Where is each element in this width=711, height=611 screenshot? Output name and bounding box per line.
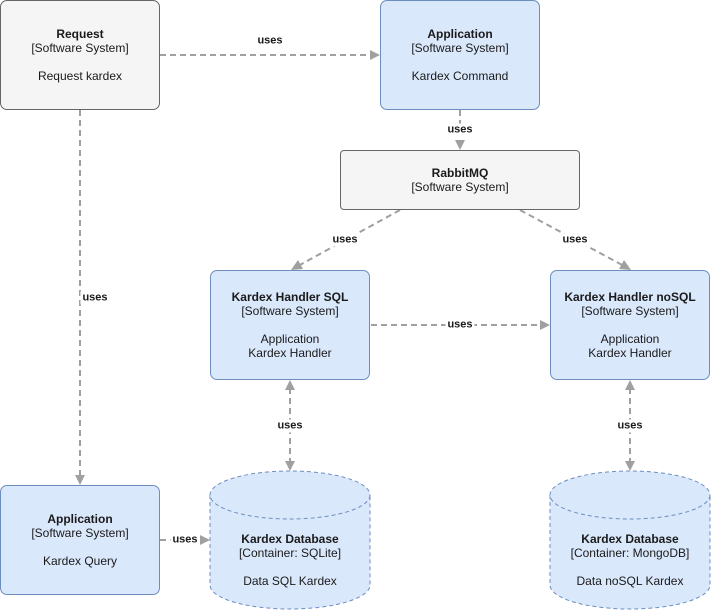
node-kardex-database-nosql[interactable]: Kardex Database [Container: MongoDB] Dat…	[550, 520, 710, 600]
node-description: Application	[600, 332, 660, 346]
arrowhead	[285, 380, 295, 390]
node-rabbitmq[interactable]: RabbitMQ [Software System]	[340, 150, 580, 210]
node-description: Data SQL Kardex	[243, 574, 337, 588]
node-type: [Container: SQLite]	[238, 546, 342, 560]
node-kardex-handler-sql[interactable]: Kardex Handler SQL [Software System] App…	[210, 270, 370, 380]
node-title: Application	[47, 512, 113, 526]
edge-label: uses	[80, 291, 110, 305]
arrowhead	[619, 260, 631, 270]
edge-label: uses	[615, 419, 645, 433]
node-description: Request kardex	[37, 69, 123, 83]
arrowhead	[370, 50, 380, 60]
node-description: Application	[260, 332, 320, 346]
node-title: Kardex Handler noSQL	[564, 290, 696, 304]
arrowhead	[75, 475, 85, 485]
node-application-command[interactable]: Application [Software System] Kardex Com…	[380, 0, 540, 110]
node-type: [Software System]	[31, 41, 129, 55]
node-description: Data noSQL Kardex	[576, 574, 684, 588]
node-description: Kardex Query	[42, 554, 118, 568]
node-kardex-database-sql[interactable]: Kardex Database [Container: SQLite] Data…	[210, 520, 370, 600]
node-kardex-handler-nosql[interactable]: Kardex Handler noSQL [Software System] A…	[550, 270, 710, 380]
arrowhead	[200, 535, 210, 545]
node-title: Application	[427, 27, 493, 41]
edge-label: uses	[560, 233, 590, 247]
node-description: Kardex Handler	[588, 346, 672, 360]
node-application-query[interactable]: Application [Software System] Kardex Que…	[0, 485, 160, 595]
arrowhead	[625, 380, 635, 390]
edge-label: uses	[445, 318, 475, 332]
arrowhead	[625, 461, 635, 471]
node-type: [Software System]	[31, 526, 129, 540]
node-type: [Software System]	[581, 304, 679, 318]
arrowhead	[291, 260, 303, 270]
node-description: Kardex Command	[411, 69, 509, 83]
node-description: Kardex Handler	[248, 346, 332, 360]
node-title: Request	[56, 27, 104, 41]
node-title: RabbitMQ	[431, 166, 489, 180]
arrowhead	[540, 320, 550, 330]
node-type: [Software System]	[411, 180, 509, 194]
node-type: [Software System]	[411, 41, 509, 55]
arrowhead	[285, 461, 295, 471]
edge-label: uses	[170, 533, 200, 547]
edge-label: uses	[255, 34, 285, 48]
edge-label: uses	[275, 419, 305, 433]
node-title: Kardex Database	[241, 532, 339, 546]
edge-label: uses	[330, 233, 360, 247]
node-type: [Software System]	[241, 304, 339, 318]
node-title: Kardex Database	[581, 532, 679, 546]
node-request[interactable]: Request [Software System] Request kardex	[0, 0, 160, 110]
arrowhead	[455, 140, 465, 150]
node-title: Kardex Handler SQL	[231, 290, 349, 304]
node-type: [Container: MongoDB]	[570, 546, 690, 560]
edge-label: uses	[445, 123, 475, 137]
db-nosql-cylinder	[549, 470, 711, 610]
db-sql-cylinder	[209, 470, 371, 610]
